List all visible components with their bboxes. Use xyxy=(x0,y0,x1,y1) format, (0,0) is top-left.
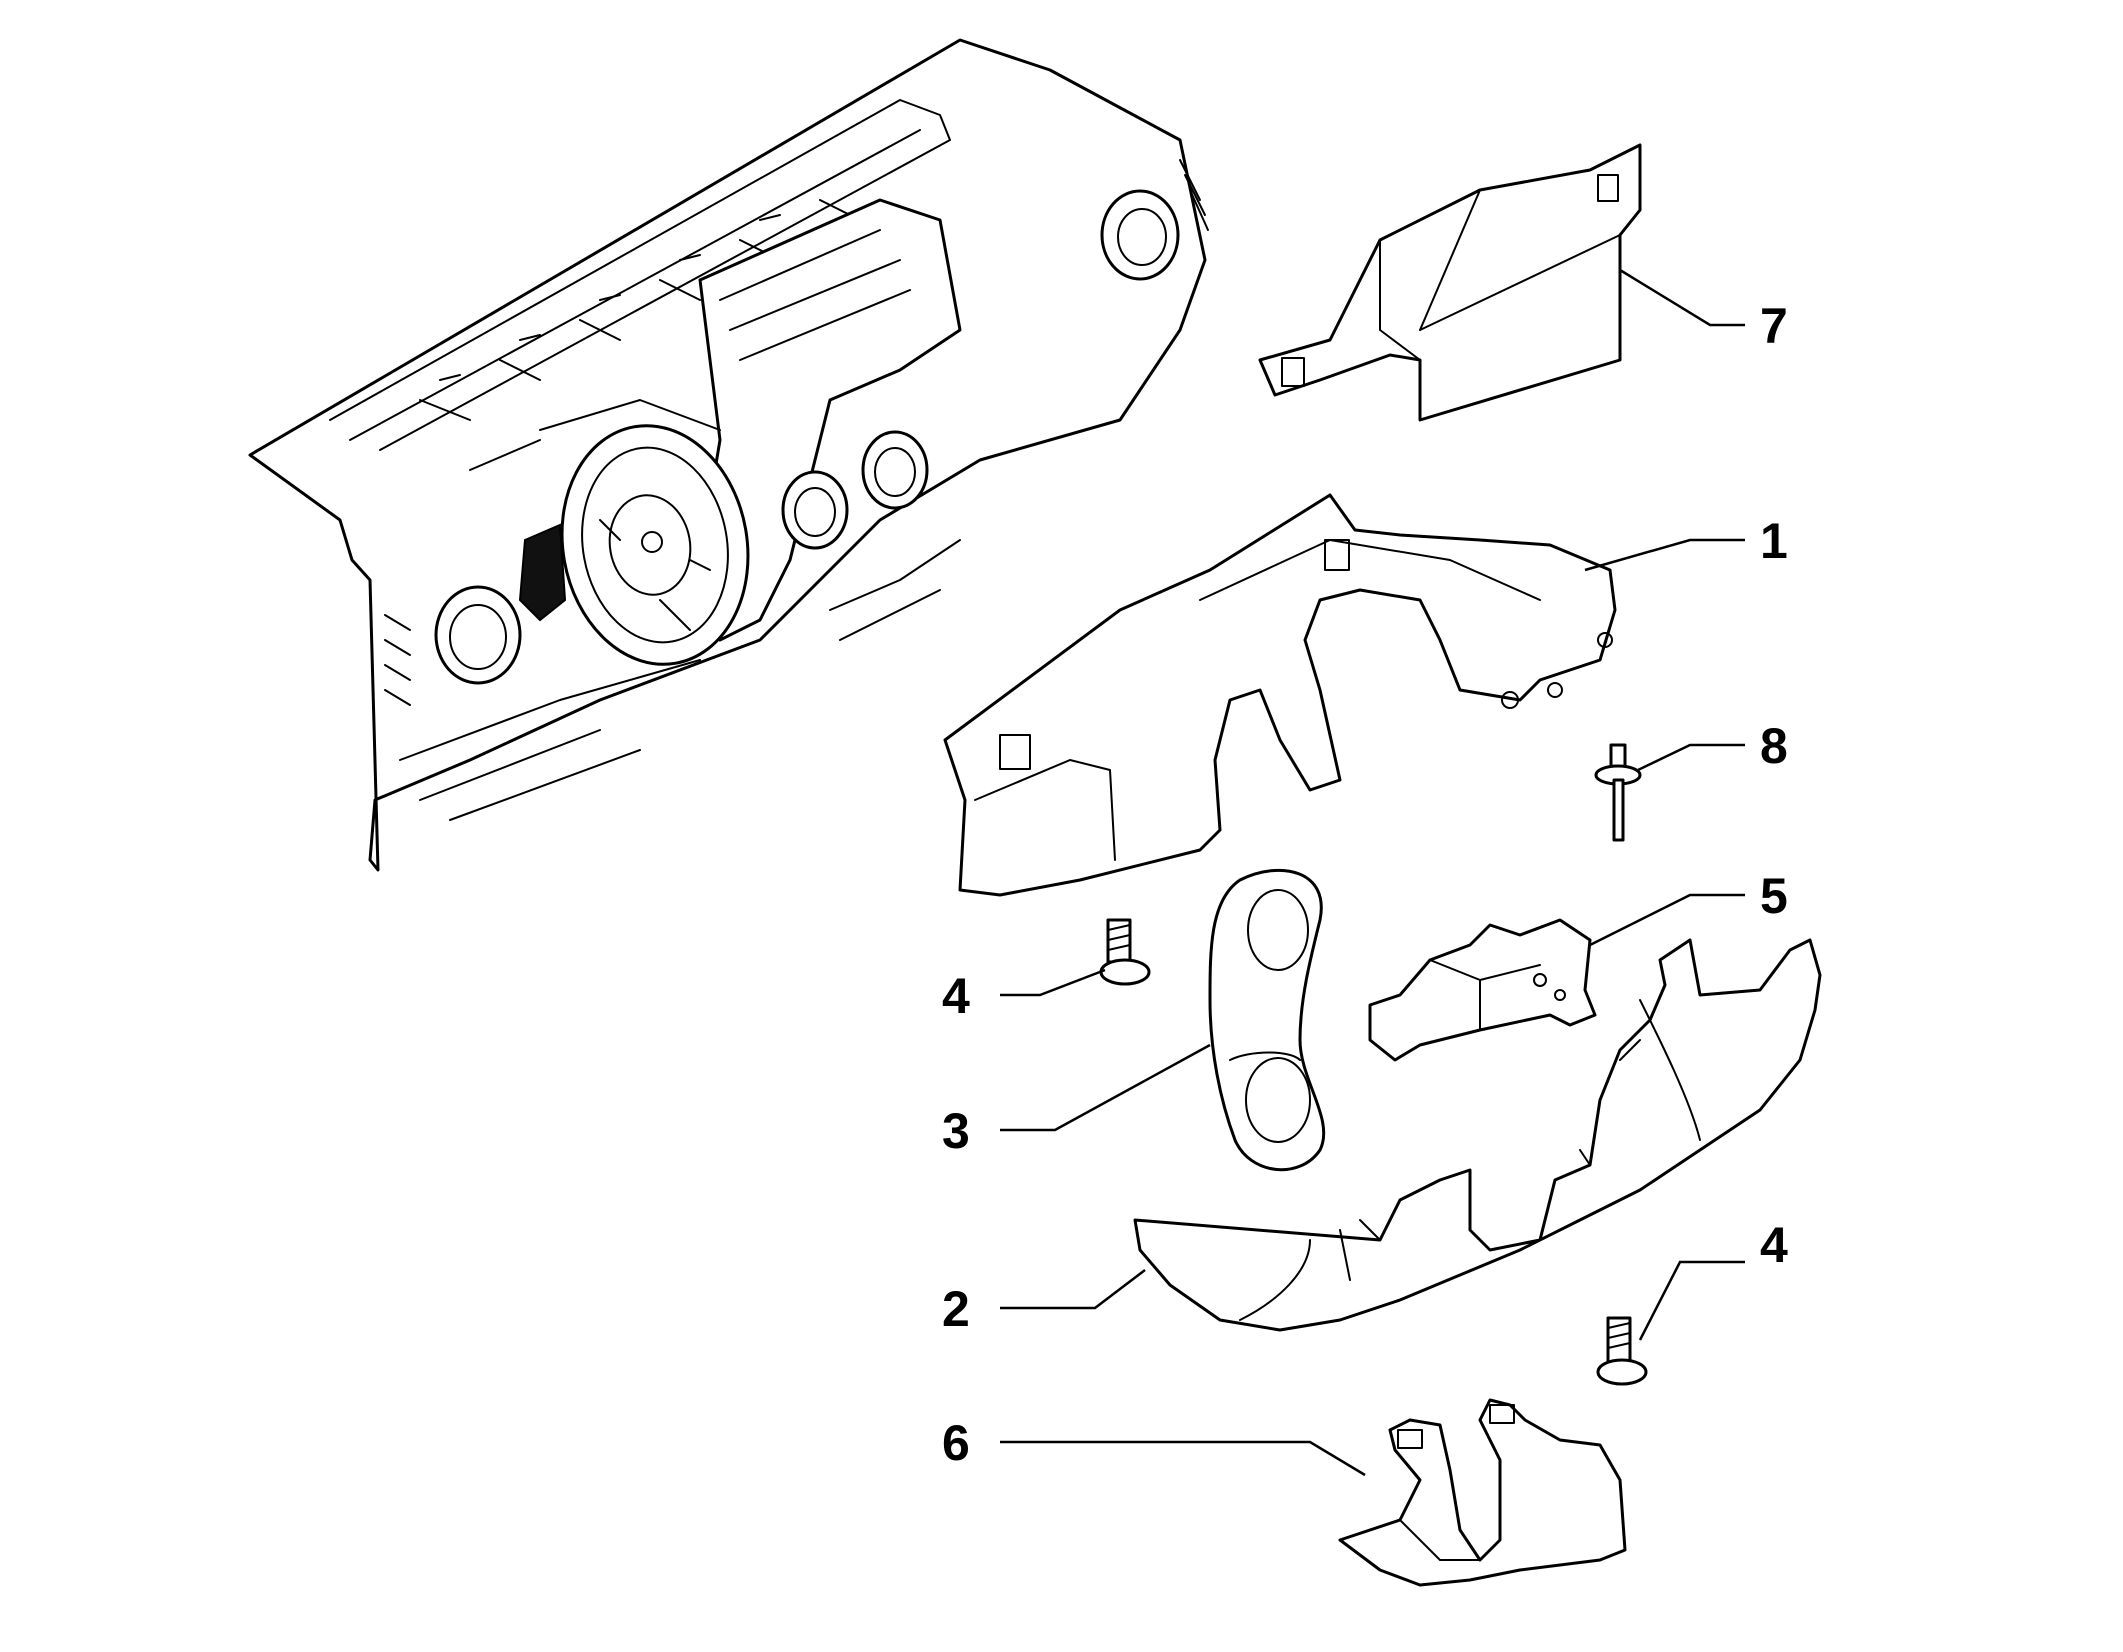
leader-4a xyxy=(1000,968,1106,997)
part-2-lower-dash-panel xyxy=(1133,938,1822,1332)
callout-4b: 4 xyxy=(1760,1217,1788,1273)
leader-7 xyxy=(1619,268,1745,327)
part-3-instrument-bezel xyxy=(1208,868,1326,1172)
callout-8: 8 xyxy=(1760,718,1788,774)
callout-3: 3 xyxy=(942,1103,970,1159)
callout-1: 1 xyxy=(1760,513,1788,569)
part-4a-screw xyxy=(1099,918,1151,986)
leader-3 xyxy=(1000,1043,1211,1132)
leader-5 xyxy=(1589,893,1745,947)
callout-5: 5 xyxy=(1760,868,1788,924)
part-6-column-lower-cover xyxy=(1338,1398,1627,1587)
leader-8 xyxy=(1637,743,1745,772)
part-8-push-pin-clip xyxy=(1594,743,1642,842)
part-4b-screw xyxy=(1596,1316,1648,1386)
part-5-mounting-bracket xyxy=(1368,918,1597,1062)
part-1-column-shroud-upper xyxy=(943,493,1617,897)
leader-2 xyxy=(1000,1269,1146,1310)
callout-2: 2 xyxy=(942,1281,970,1337)
callout-7: 7 xyxy=(1760,298,1788,354)
callout-labels: 7 1 8 5 4 3 2 4 6 xyxy=(942,298,1788,1471)
callout-6: 6 xyxy=(942,1415,970,1471)
dashboard-assembly xyxy=(248,38,1209,872)
part-7-upper-column-cover xyxy=(1258,143,1642,422)
leader-1 xyxy=(1584,538,1745,572)
leader-lines xyxy=(1000,268,1745,1477)
leader-4b xyxy=(1638,1260,1745,1341)
leader-6 xyxy=(1000,1440,1366,1477)
callout-4a: 4 xyxy=(942,968,970,1024)
